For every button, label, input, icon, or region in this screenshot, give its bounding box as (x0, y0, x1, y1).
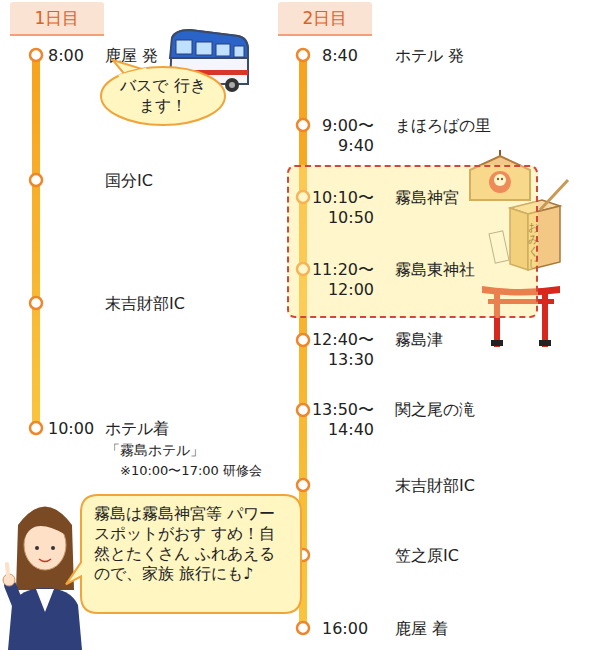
timeline-text: 国分IC (105, 171, 153, 191)
timeline-text: ホテル 発 (395, 46, 464, 66)
bubble-text: 霧島は霧島神宮等 パワースポットがおす すめ！自然とたくさん ふれあえるので、家… (94, 504, 290, 584)
bubble-ellipse (101, 67, 225, 125)
timeline-text: 末吉財部IC (105, 294, 185, 314)
bubble-rect (66, 495, 301, 613)
timeline-text: 鹿屋 発 (105, 46, 158, 66)
timeline-dots (30, 49, 42, 434)
tab-title: 1日目 (10, 8, 104, 28)
timeline-text: 13:50〜 14:40 (306, 400, 374, 440)
speech-bubble: バスで 行きます！ (100, 66, 226, 126)
day-tab: 2日目 (278, 2, 372, 36)
timeline-text: 10:00 (48, 419, 94, 439)
speech-bubble: 霧島は霧島神宮等 パワースポットがおす すめ！自然とたくさん ふれあえるので、家… (80, 494, 302, 614)
timeline-text: ホテル着 (105, 419, 169, 439)
stop-name: 霧島東神社 (395, 260, 475, 280)
timeline-text: ※10:00〜17:00 研修会 (120, 462, 262, 479)
timeline-text: 笠之原IC (395, 546, 459, 566)
timeline-text: まほろばの里 (395, 116, 491, 136)
timeline-text: 8:00 (48, 46, 84, 66)
timeline-text: 16:00 (322, 619, 368, 639)
timeline-text: 「霧島ホテル」 (106, 441, 204, 459)
timeline-text: 末吉財部IC (395, 476, 475, 496)
timeline-bar (32, 55, 40, 428)
stop-time: 10:10〜 10:50 (306, 188, 374, 228)
day-tab: 1日目 (10, 2, 104, 36)
timeline-text: 12:40〜 13:30 (306, 330, 374, 370)
stop-time: 11:20〜 12:00 (306, 260, 374, 300)
timeline-text: 霧島津 (395, 330, 443, 350)
bubble-seam (119, 70, 147, 77)
bubble-text: バスで 行きます！ (118, 76, 208, 116)
timeline-text: 鹿屋 着 (395, 619, 448, 639)
timeline-text: 関之尾の滝 (395, 400, 475, 420)
highlight-region: 10:10〜 10:50 霧島神宮 11:20〜 12:00 霧島東神社 (287, 165, 538, 318)
timeline-text: 9:00〜 9:40 (306, 116, 374, 156)
stop-name: 霧島神宮 (395, 188, 459, 208)
timeline-text: 8:40 (322, 46, 358, 66)
tab-title: 2日目 (278, 8, 372, 28)
